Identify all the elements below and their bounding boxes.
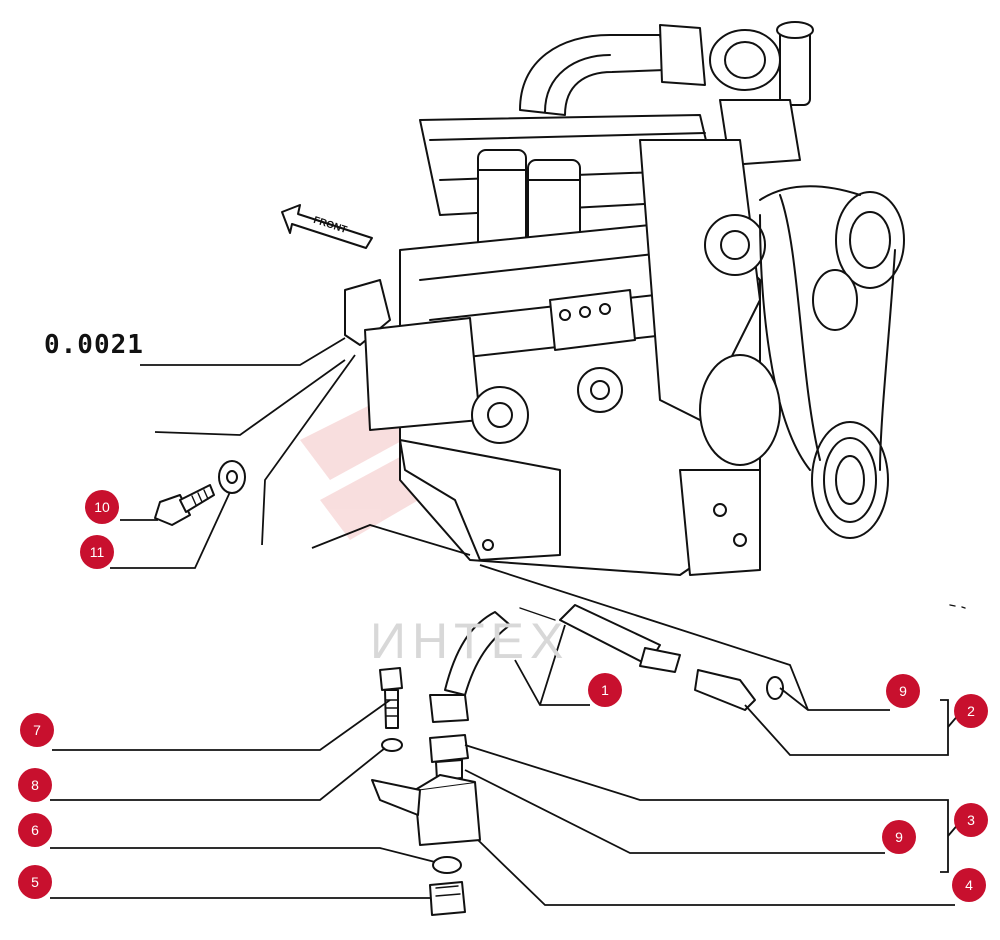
callout-badge-8: 8 — [18, 768, 52, 802]
leader-lines — [50, 337, 961, 906]
part-4-block — [371, 774, 481, 846]
callout-badge-11: 11 — [80, 535, 114, 569]
callout-badge-3: 3 — [954, 803, 988, 837]
callout-badge-7: 7 — [20, 713, 54, 747]
part-10-bolt — [154, 484, 215, 526]
callout-badge-10: 10 — [85, 490, 119, 524]
part-2-elbow — [694, 669, 784, 711]
exploded-parts — [154, 460, 784, 916]
callout-badge-9-upper: 9 — [886, 674, 920, 708]
callout-badge-9-lower: 9 — [882, 820, 916, 854]
drawing-number: 0.0021 — [44, 330, 144, 360]
part-7-bolt — [379, 667, 403, 729]
engine-illustration — [344, 21, 966, 609]
part-6-washer — [432, 856, 462, 874]
part-5-plug — [429, 881, 466, 916]
part-8-washer — [381, 738, 403, 752]
part-11-washer — [218, 460, 246, 494]
callout-badge-1: 1 — [588, 673, 622, 707]
callout-badge-5: 5 — [18, 865, 52, 899]
front-arrow: FRONT — [281, 204, 373, 249]
part-1-hose — [429, 604, 681, 723]
callout-badge-2: 2 — [954, 694, 988, 728]
callout-badge-6: 6 — [18, 813, 52, 847]
callout-badge-4: 4 — [952, 868, 986, 902]
watermark-text: ИНТЕХ — [370, 613, 570, 669]
part-3-fitting — [429, 734, 469, 781]
